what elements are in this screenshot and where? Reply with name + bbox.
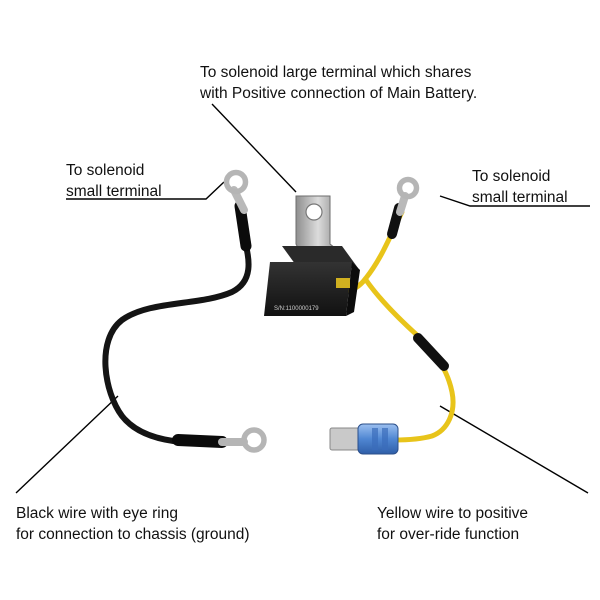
black-wire bbox=[102, 200, 252, 448]
eye-ring-top-right bbox=[396, 176, 420, 216]
label-large-terminal-line2: with Positive connection of Main Battery… bbox=[200, 85, 478, 102]
device-serial: S/N:1100000179 bbox=[274, 306, 319, 312]
label-black-wire-line1: Black wire with eye ring bbox=[16, 505, 178, 522]
solenoid-module: S/N:1100000179 bbox=[264, 195, 360, 316]
leader-left-small bbox=[66, 181, 225, 200]
leader-top bbox=[211, 103, 297, 193]
label-black-wire-line2: for connection to chassis (ground) bbox=[16, 526, 250, 543]
leader-right-small bbox=[439, 195, 590, 207]
label-yellow-wire-line2: for over-ride function bbox=[377, 526, 520, 543]
label-left-small-terminal: To solenoid small terminal bbox=[66, 160, 162, 202]
label-left-small-line2: small terminal bbox=[66, 183, 162, 200]
eye-ring-bottom bbox=[218, 427, 267, 453]
eye-ring-top-left bbox=[223, 169, 249, 214]
label-large-terminal-line1: To solenoid large terminal which shares bbox=[200, 64, 472, 81]
label-right-small-line2: small terminal bbox=[472, 189, 568, 206]
label-yellow-wire-line1: Yellow wire to positive bbox=[377, 505, 529, 522]
leader-yellow bbox=[439, 405, 589, 494]
label-black-wire: Black wire with eye ring for connection … bbox=[16, 503, 249, 545]
label-right-small-terminal: To solenoid small terminal bbox=[472, 166, 568, 208]
label-large-terminal: To solenoid large terminal which shares … bbox=[200, 62, 477, 104]
spade-connector bbox=[329, 423, 399, 455]
label-right-small-line1: To solenoid bbox=[472, 168, 551, 185]
leader-lines bbox=[15, 103, 590, 494]
yellow-wire bbox=[333, 203, 456, 443]
label-yellow-wire: Yellow wire to positive for over-ride fu… bbox=[377, 503, 528, 545]
leader-black bbox=[15, 395, 119, 494]
label-left-small-line1: To solenoid bbox=[66, 162, 145, 179]
